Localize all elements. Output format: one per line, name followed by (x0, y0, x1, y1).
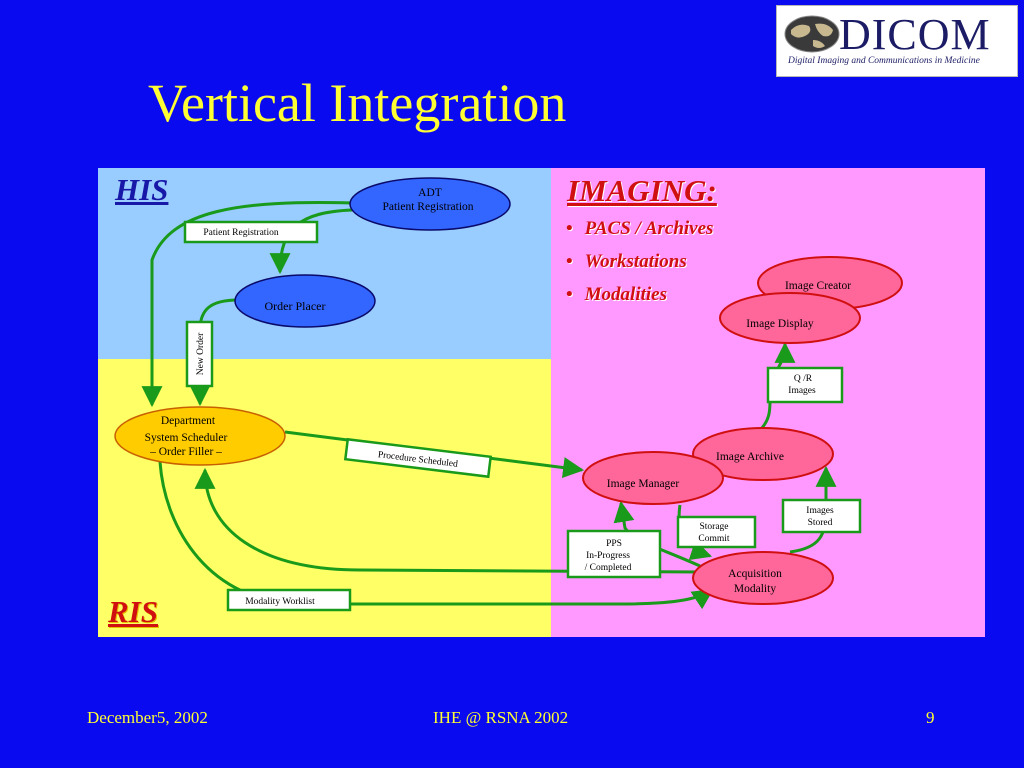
bullet-text: Modalities (584, 284, 667, 305)
images-stored-transaction: Images Stored (781, 498, 862, 534)
pps-line2: In-Progress (586, 551, 630, 561)
image-archive-label: Image Archive (716, 451, 784, 463)
patient-registration-label: Patient Registration (203, 228, 278, 238)
images-stored-line2: Stored (808, 518, 833, 528)
footer-event: IHE @ RSNA 2002 (433, 708, 569, 727)
new-order-label: New Order (196, 332, 206, 375)
logo-wordmark: DICOM (839, 10, 991, 59)
acquisition-line1: Acquisition (728, 568, 782, 580)
flow-pps-to-dss (194, 467, 701, 574)
modality-worklist-label: Modality Worklist (245, 597, 315, 607)
patient-registration-transaction: Patient Registration (183, 220, 319, 244)
image-creator-label: Image Creator (785, 280, 851, 292)
acquisition-modality-actor: Acquisition Modality (692, 551, 834, 605)
bullet-item: •Workstations (566, 251, 687, 272)
adt-actor: ADT Patient Registration (349, 177, 511, 231)
image-display-label: Image Display (746, 318, 814, 330)
image-manager-actor: Image Manager (582, 451, 724, 505)
adt-label: ADT (418, 187, 442, 199)
bullet-text: PACS / Archives (584, 218, 714, 239)
dicom-logo: DICOM Digital Imaging and Communications… (776, 5, 1018, 77)
imaging-bullet-list: •PACS / Archives •Workstations •Modaliti… (566, 218, 713, 317)
procedure-scheduled-transaction: Procedure Scheduled (343, 437, 493, 479)
dss-order-filler-actor: Department System Scheduler – Order Fill… (114, 406, 286, 466)
flow-adt-to-dss (141, 201, 353, 408)
globe-icon (784, 15, 840, 53)
footer-page-number: 9 (926, 708, 935, 727)
dss-line3: – Order Filler – (149, 446, 222, 458)
footer-date: December5, 2002 (87, 708, 208, 727)
storage-commit-line1: Storage (699, 522, 728, 532)
modality-worklist-transaction: Modality Worklist (226, 588, 352, 612)
pps-line1: PPS (606, 539, 622, 549)
imaging-section-label: IMAGING: (567, 173, 717, 208)
qr-label-line1: Q /R (794, 374, 813, 384)
dss-line1: Department (161, 415, 216, 427)
pps-transaction: PPS In-Progress / Completed (566, 529, 662, 579)
ris-section-label: RIS (108, 594, 158, 629)
slide-title: Vertical Integration (148, 73, 567, 133)
bullet-item: •PACS / Archives (566, 218, 714, 239)
order-placer-actor: Order Placer (234, 274, 376, 328)
adt-sub-label: Patient Registration (382, 201, 473, 213)
acquisition-line2: Modality (734, 583, 776, 595)
new-order-transaction: New Order (185, 320, 214, 388)
storage-commit-line2: Commit (698, 534, 730, 544)
image-archive-actor: Image Archive (692, 427, 834, 481)
images-stored-line1: Images (806, 506, 834, 516)
image-display-actor: Image Display (719, 292, 861, 344)
his-section-label: HIS (115, 172, 169, 207)
logo-tagline: Digital Imaging and Communications in Me… (788, 56, 980, 66)
storage-commit-transaction: Storage Commit (676, 515, 757, 549)
dss-line2: System Scheduler (145, 432, 228, 444)
bullet-text: Workstations (584, 251, 687, 272)
pps-line3: / Completed (585, 563, 632, 573)
qr-label-line2: Images (788, 386, 816, 396)
qr-images-transaction: Q /R Images (766, 366, 844, 404)
order-placer-label: Order Placer (265, 299, 326, 313)
image-manager-label: Image Manager (607, 478, 680, 490)
bullet-item: •Modalities (566, 284, 667, 305)
